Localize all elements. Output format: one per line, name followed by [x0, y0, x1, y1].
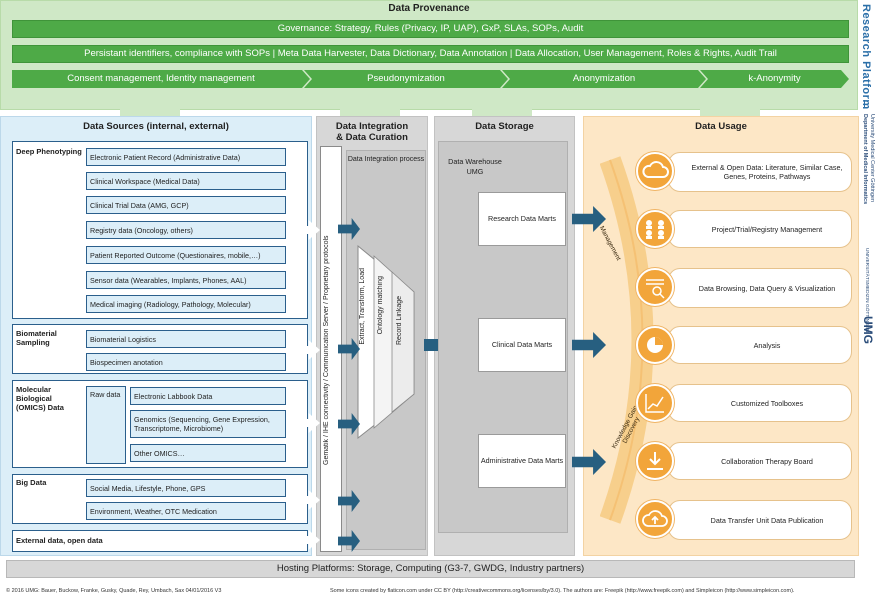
gematik-connectivity-label: Gematik / IHE connectivity / Communicati…: [323, 235, 330, 465]
data-storage-title: Data Storage: [475, 121, 534, 132]
usage-analysis: Analysis: [668, 326, 852, 364]
source-imaging: Medical imaging (Radiology, Pathology, M…: [86, 295, 286, 313]
side-divider: [864, 100, 865, 108]
step-anonymization: Anonymization: [502, 70, 706, 88]
team-icon-graphic: [646, 220, 664, 239]
source-registry: Registry data (Oncology, others): [86, 221, 286, 239]
connector-tab: [340, 108, 400, 118]
step-pseudonymization: Pseudonymization: [304, 70, 508, 88]
usage-data-transfer: Data Transfer Unit Data Publication: [668, 500, 852, 540]
integration-process-label: Data Integration process: [347, 156, 425, 163]
search-icon-graphic: [646, 279, 665, 299]
connector-tab: [700, 108, 760, 118]
download-icon-graphic: [647, 452, 663, 470]
integration-title-line1: Data Integration: [335, 121, 409, 132]
clinical-data-marts: Clinical Data Marts: [478, 318, 566, 372]
footer-icon-credits: Some icons created by flaticon.com under…: [330, 588, 795, 594]
source-environment: Environment, Weather, OTC Medication: [86, 502, 286, 520]
source-biomaterial-logistics: Biomaterial Logistics: [86, 330, 286, 348]
cloud-icon: [636, 152, 674, 190]
umg-logo: UMG: [861, 316, 875, 344]
etl-label: Extract, Transform, Load: [359, 268, 366, 345]
biomaterial-label: Biomaterial Sampling: [16, 329, 57, 347]
integration-title-line2: & Data Curation: [336, 132, 408, 143]
research-platform-label: Research Platform: [860, 4, 872, 110]
source-genomics: Genomics (Sequencing, Gene Expression, T…: [130, 410, 286, 438]
team-icon: [636, 210, 674, 248]
source-biospecimen: Biospecimen anotation: [86, 353, 286, 371]
big-data-label: Big Data: [16, 478, 47, 487]
source-patient-reported: Patient Reported Outcome (Questionaires,…: [86, 246, 286, 264]
line-chart-icon: [636, 384, 674, 422]
research-data-marts: Research Data Marts: [478, 192, 566, 246]
ontology-label: Ontology matching: [377, 276, 384, 335]
data-usage-title: Data Usage: [695, 121, 747, 132]
hosting-platforms-bar: Hosting Platforms: Storage, Computing (G…: [6, 560, 855, 578]
record-linkage-label: Record Linkage: [396, 296, 403, 346]
administrative-data-marts: Administrative Data Marts: [478, 434, 566, 488]
cloud-icon-graphic: [642, 161, 669, 178]
funnel-inner: [391, 271, 415, 413]
provenance-title: Data Provenance: [388, 3, 470, 14]
identifiers-bar: Persistant identifiers, compliance with …: [12, 45, 849, 63]
upload-cloud-icon: [636, 500, 674, 538]
source-social-media: Social Media, Lifestyle, Phone, GPS: [86, 479, 286, 497]
source-epr: Electronic Patient Record (Administrativ…: [86, 148, 286, 166]
external-data-label: External data, open data: [16, 536, 103, 545]
deep-phenotyping-label: Deep Phenotyping: [16, 147, 82, 156]
governance-bar: Governance: Strategy, Rules (Privacy, IP…: [12, 20, 849, 38]
line-chart-icon-graphic: [645, 394, 664, 413]
usage-collaboration: Collaboration Therapy Board: [668, 442, 852, 480]
umg-small-label: UNIVERSITÄTSMEDIZIN GÖTTINGEN: [864, 248, 869, 333]
omics-label: Molecular Biological (OMICS) Data: [16, 385, 64, 412]
connector-tab: [472, 108, 532, 118]
step-consent: Consent management, Identity management: [12, 70, 310, 88]
integration-funnel: [357, 244, 415, 440]
department-line2: University Medical Center Göttingen: [869, 114, 875, 203]
usage-project-management: Project/Trial/Registry Management: [668, 210, 852, 248]
data-warehouse-label: Data Warehouse UMG: [448, 157, 502, 176]
step-k-anonymity: k-Anonymity: [700, 70, 849, 88]
source-sensor: Sensor data (Wearables, Implants, Phones…: [86, 271, 286, 289]
source-clinical-workspace: Clinical Workspace (Medical Data): [86, 172, 286, 190]
source-other-omics: Other OMICS…: [130, 444, 286, 462]
pie-chart-icon: [636, 326, 674, 364]
footer-copyright: © 2016 UMG: Bauer, Buckow, Franke, Gusky…: [6, 588, 222, 594]
download-icon: [636, 442, 674, 480]
source-labbook: Electronic Labbook Data: [130, 387, 286, 405]
data-integration-title: Data Integration & Data Curation: [316, 121, 428, 143]
usage-customized-toolboxes: Customized Toolboxes: [668, 384, 852, 422]
source-clinical-trial: Clinical Trial Data (AMG, GCP): [86, 196, 286, 214]
usage-external-open-data: External & Open Data: Literature, Simila…: [668, 152, 852, 192]
upload-cloud-icon-graphic: [642, 510, 668, 527]
pie-chart-icon-graphic: [647, 337, 663, 353]
omics-raw-data: Raw data: [86, 386, 126, 464]
usage-data-browsing: Data Browsing, Data Query & Visualizatio…: [668, 268, 852, 308]
connector-tab: [120, 108, 180, 118]
search-icon: [636, 268, 674, 306]
department-line1: Department of Medical Informatics: [862, 114, 868, 205]
data-sources-title: Data Sources (internal, external): [83, 121, 229, 132]
